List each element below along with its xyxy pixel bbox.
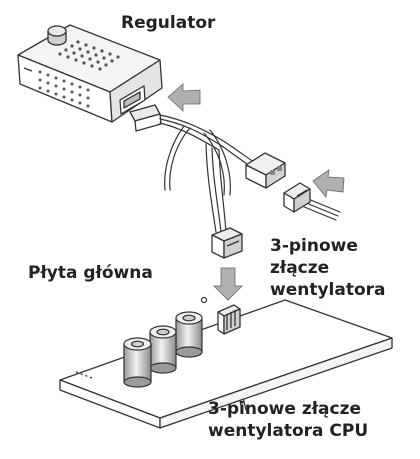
motherboard-label: Płyta główna (28, 263, 153, 283)
cpu-fan-connector-label: 3-pinowe złącze wentylatora CPU (208, 399, 369, 441)
fan-connector-label: 3-pinowe złącze wentylatora (270, 236, 386, 300)
capacitor (123, 337, 152, 388)
arrow-into-regulator (167, 83, 201, 112)
regulator-front-grille (38, 70, 90, 108)
capacitor (149, 325, 177, 374)
fan-3pin-plug (283, 182, 311, 213)
regulator-device (17, 24, 163, 123)
cpu-cable-plug (211, 227, 243, 259)
small-component (200, 296, 208, 304)
capacitor (175, 311, 203, 358)
motherboard (59, 299, 393, 429)
regulator-cable-plug (129, 104, 162, 132)
regulator-top-grille (58, 40, 120, 71)
arrow-down-to-header (213, 267, 243, 301)
regulator-label: Regulator (121, 13, 216, 33)
arrow-to-fan-plug (312, 169, 345, 198)
cpu-fan-header (217, 304, 241, 335)
splitter-connector (245, 152, 286, 189)
capacitors (123, 296, 208, 388)
